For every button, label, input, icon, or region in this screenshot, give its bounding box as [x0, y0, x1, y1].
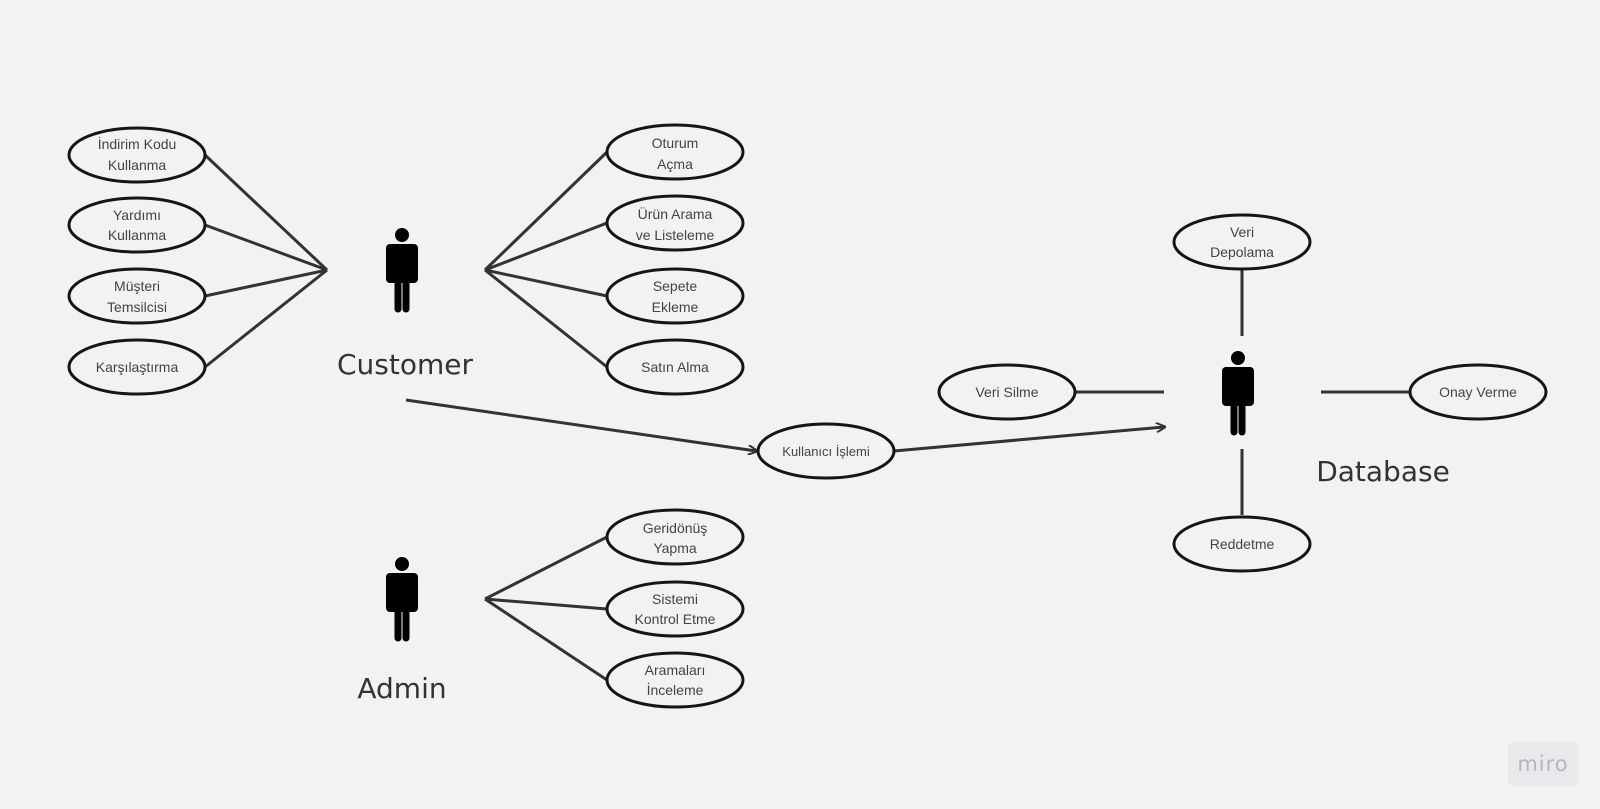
connector-admin-geridonus [484, 535, 608, 601]
connector-admin-aramalari [484, 597, 608, 682]
use-case-text: Veri Silme [975, 384, 1038, 400]
use-case-text: Kullanıcı İşlemi [782, 444, 870, 459]
use-case-text: Ürün Arama [638, 205, 713, 222]
actor-database[interactable]: Database [1222, 351, 1450, 488]
use-case-ellipse [605, 580, 745, 638]
use-case-text: Depolama [1210, 244, 1274, 260]
connector-customer-indirim-kodu [203, 153, 329, 272]
use-case-text: Sepete [653, 278, 698, 294]
use-case-text: Kontrol Etme [635, 611, 716, 627]
use-case-text: Kullanma [108, 227, 167, 243]
use-case-ellipse [605, 508, 745, 566]
use-case-text: Temsilcisi [107, 299, 167, 315]
use-case-ellipse [1172, 213, 1312, 271]
use-case-ellipse [605, 651, 745, 709]
use-case-sistemi-kontrol-etme[interactable]: Sistemi Kontrol Etme [605, 580, 745, 638]
actor-label: Admin [357, 672, 446, 705]
use-case-kullanici-islemi[interactable]: Kullanıcı İşlemi [756, 422, 896, 480]
use-case-oturum-acma[interactable]: Oturum Açma [605, 123, 745, 181]
use-case-text: Açma [657, 156, 693, 172]
use-case-text: İndirim Kodu [98, 135, 177, 152]
use-case-text: Geridönüş [643, 520, 708, 536]
use-case-text: Ekleme [652, 299, 699, 315]
connector-customer-satin-alma [484, 268, 608, 369]
connector-customer-yardimi [204, 223, 328, 272]
person-icon [386, 228, 418, 313]
use-case-ellipse [605, 338, 745, 396]
use-case-indirim-kodu-kullanma[interactable]: İndirim Kodu Kullanma [67, 126, 207, 184]
connector-customer-oturum [483, 150, 609, 272]
use-case-ellipse [605, 194, 745, 252]
use-case-ellipse [67, 267, 207, 325]
use-case-text: Veri [1230, 224, 1254, 240]
use-case-reddetme[interactable]: Reddetme [1172, 515, 1312, 573]
use-case-text: Müşteri [114, 278, 160, 294]
person-icon [386, 557, 418, 642]
use-case-aramalari-inceleme[interactable]: Aramaları İnceleme [605, 651, 745, 709]
connector-customer-karsilastirma [204, 268, 328, 369]
use-case-veri-silme[interactable]: Veri Silme [937, 363, 1077, 421]
use-case-text: Oturum [652, 135, 699, 151]
use-case-satin-alma[interactable]: Satın Alma [605, 338, 745, 396]
use-case-ellipse [67, 196, 207, 254]
connector-customer-urun-arama [484, 221, 608, 272]
use-case-text: Aramaları [645, 662, 706, 678]
actor-label: Customer [337, 348, 473, 381]
actor-label: Database [1316, 455, 1450, 488]
use-case-ellipse [67, 126, 207, 184]
actor-customer[interactable]: Customer [337, 228, 473, 381]
use-case-onay-verme[interactable]: Onay Verme [1408, 363, 1548, 421]
connector-customer-sepete [484, 268, 608, 298]
use-case-karsilastirma[interactable]: Karşılaştırma [67, 338, 207, 396]
use-case-text: İnceleme [647, 681, 704, 698]
use-case-text: ve Listeleme [636, 227, 715, 243]
arrow-kullanici-islemi-to-database [893, 427, 1164, 453]
use-case-ellipse [1172, 515, 1312, 573]
use-case-yardimi-kullanma[interactable]: Yardımı Kullanma [67, 196, 207, 254]
use-case-ellipse [937, 363, 1077, 421]
use-case-urun-arama[interactable]: Ürün Arama ve Listeleme [605, 194, 745, 252]
use-case-text: Reddetme [1210, 536, 1275, 552]
use-case-ellipse [67, 338, 207, 396]
use-case-text: Onay Verme [1439, 384, 1517, 400]
person-icon [1222, 351, 1254, 436]
use-case-ellipse [756, 422, 896, 480]
use-case-text: Satın Alma [641, 359, 709, 375]
use-case-veri-depolama[interactable]: Veri Depolama [1172, 213, 1312, 271]
use-case-text: Yapma [653, 540, 697, 556]
use-case-geridonus-yapma[interactable]: Geridönüş Yapma [605, 508, 745, 566]
miro-watermark: miro [1508, 742, 1578, 786]
use-case-text: Sistemi [652, 591, 698, 607]
use-case-ellipse [605, 123, 745, 181]
use-case-text: Yardımı [113, 207, 161, 223]
arrow-customer-to-kullanici-islemi [405, 398, 756, 451]
use-case-ellipse [605, 267, 745, 325]
actor-admin[interactable]: Admin [357, 557, 447, 705]
use-case-ellipse [1408, 363, 1548, 421]
use-case-sepete-ekleme[interactable]: Sepete Ekleme [605, 267, 745, 325]
connector-customer-musteri [204, 268, 328, 298]
use-case-musteri-temsilcisi[interactable]: Müşteri Temsilcisi [67, 267, 207, 325]
use-case-text: Karşılaştırma [96, 359, 179, 375]
connector-admin-sistemi [484, 597, 608, 611]
use-case-text: Kullanma [108, 157, 167, 173]
